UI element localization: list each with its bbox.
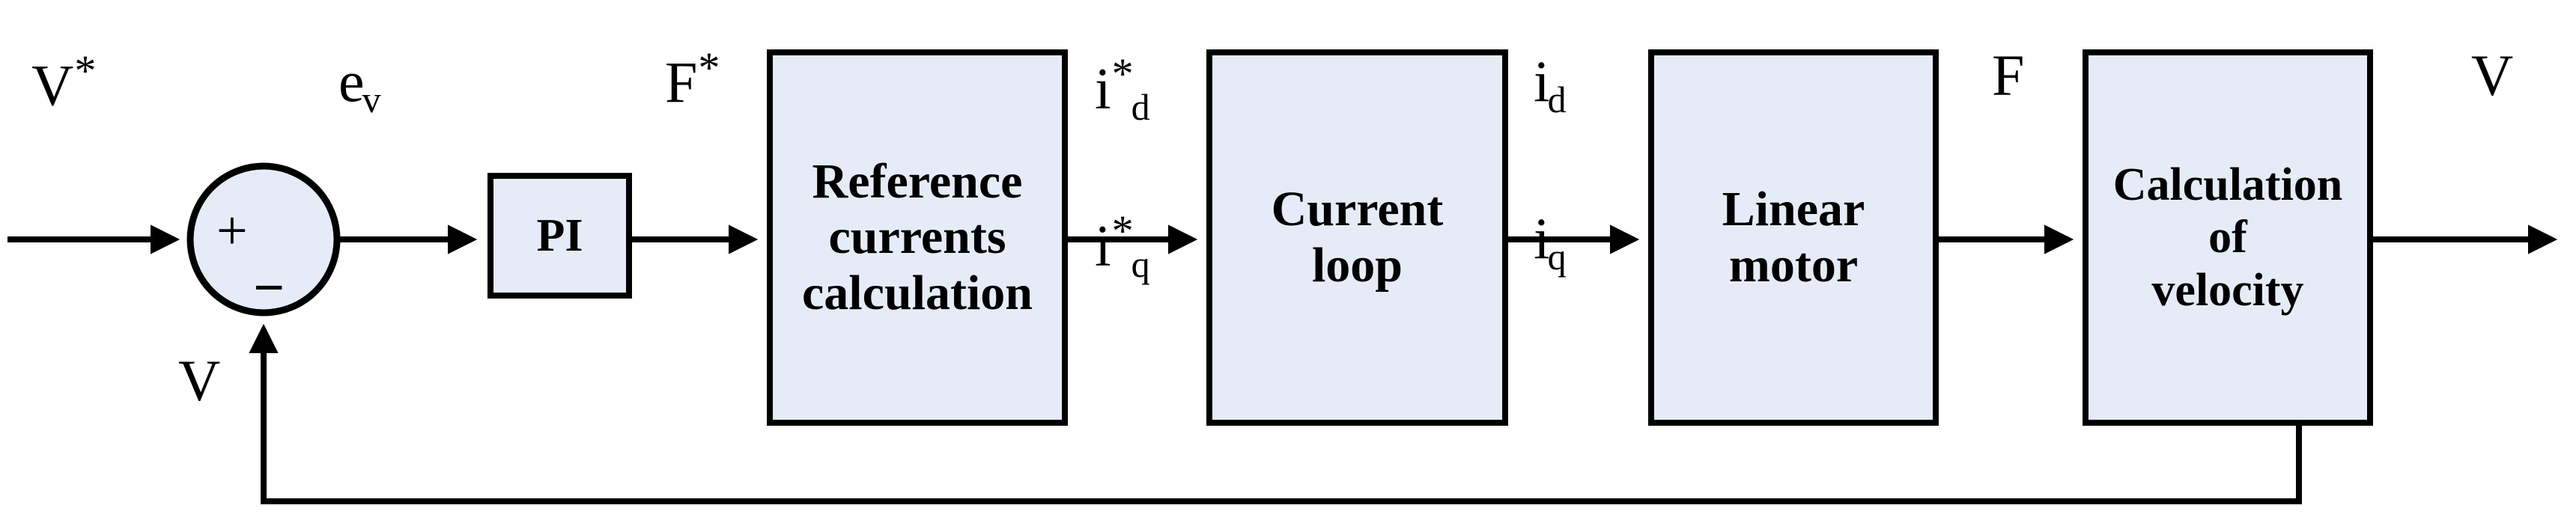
signal-base: i xyxy=(1095,55,1111,121)
signal-subscript: d xyxy=(1131,85,1150,128)
signal-label-velocity-error: ev xyxy=(338,49,381,120)
block-rect-pi xyxy=(487,173,632,299)
signal-label-id-actual: id xyxy=(1534,49,1567,120)
signal-subscript: v xyxy=(362,79,381,120)
signal-superscript: * xyxy=(698,43,720,92)
block-rect-current-loop xyxy=(1206,49,1508,426)
signal-superscript: * xyxy=(1111,49,1134,98)
block-rect-linear-motor xyxy=(1648,49,1939,426)
signal-base: i xyxy=(1095,212,1111,278)
summer-plus-sign: + xyxy=(216,201,248,262)
summing-junction-circle xyxy=(186,162,341,316)
signal-subscript: d xyxy=(1547,79,1567,120)
signal-base: F xyxy=(665,49,698,115)
signal-label-id-reference: i*d xyxy=(1095,52,1150,126)
block-rect-reference-currents-calculation xyxy=(767,49,1068,426)
signal-base: V xyxy=(178,348,221,413)
signal-label-iq-actual: iq xyxy=(1534,206,1567,278)
block-rect-calculation-of-velocity xyxy=(2083,49,2373,426)
signal-label-force-reference: F* xyxy=(665,46,720,112)
signal-label-iq-reference: i*q xyxy=(1095,209,1150,283)
signal-subscript: q xyxy=(1547,236,1567,278)
block-shapes xyxy=(487,49,2373,426)
signal-base: i xyxy=(1534,206,1550,271)
signal-base: i xyxy=(1534,49,1550,114)
signal-label-velocity-output: V xyxy=(2471,46,2513,105)
signal-label-velocity-feedback: V xyxy=(178,352,220,410)
signal-base: V xyxy=(31,52,74,118)
signal-subscript: q xyxy=(1131,242,1150,285)
signal-label-force-actual: F xyxy=(1992,46,2024,105)
signal-superscript: * xyxy=(1111,207,1134,255)
signal-base: e xyxy=(338,49,365,114)
signal-base: F xyxy=(1992,43,2025,108)
signal-superscript: * xyxy=(74,46,97,95)
summer-minus-sign: − xyxy=(253,257,285,319)
signal-label-velocity-reference: V* xyxy=(31,49,96,115)
signal-base: V xyxy=(2471,43,2514,108)
